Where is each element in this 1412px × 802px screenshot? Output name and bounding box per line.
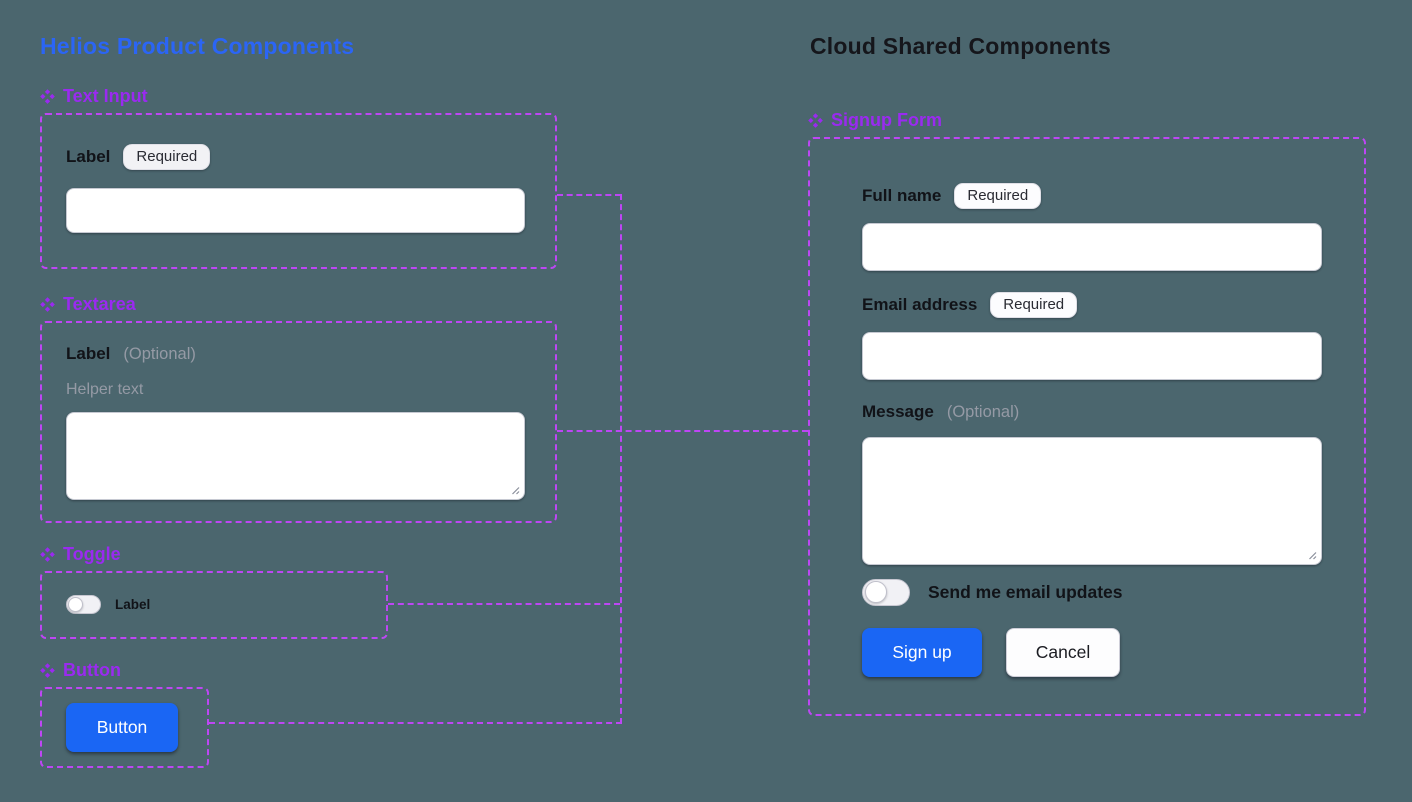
message-textarea[interactable] [862, 437, 1322, 565]
toggle-knob [864, 581, 887, 603]
full-name-input[interactable] [862, 223, 1322, 271]
helios-title: Helios Product Components [40, 33, 355, 59]
component-header-label: Toggle [63, 544, 121, 564]
textarea-field[interactable] [66, 412, 525, 500]
component-icon [808, 113, 823, 128]
field-label: Label [66, 147, 111, 166]
component-header-signup-form: Signup Form [808, 110, 942, 131]
component-header-label: Text Input [63, 86, 148, 106]
toggle-knob [68, 596, 83, 612]
toggle-label: Label [115, 597, 151, 612]
required-badge: Required [954, 183, 1042, 209]
connector-trunk-line [620, 194, 622, 724]
component-header-label: Textarea [63, 294, 136, 314]
required-badge: Required [990, 292, 1078, 318]
optional-text: (Optional) [946, 402, 1020, 421]
connector-button-line [209, 722, 622, 724]
component-header-textarea: Textarea [40, 294, 136, 315]
toggle-switch[interactable] [66, 595, 101, 614]
helper-text: Helper text [66, 381, 144, 398]
required-badge: Required [123, 144, 211, 170]
component-icon [40, 547, 55, 562]
resize-handle-icon[interactable] [509, 484, 520, 495]
frame-textarea: Label (Optional) Helper text [40, 321, 557, 523]
optional-text: (Optional) [123, 344, 196, 363]
component-header-label: Button [63, 660, 121, 680]
resize-handle-icon[interactable] [1306, 549, 1317, 560]
connector-textarea-line [557, 430, 808, 432]
component-header-label: Signup Form [831, 110, 942, 130]
frame-toggle: Label [40, 571, 388, 639]
component-icon [40, 297, 55, 312]
component-icon [40, 89, 55, 104]
cloud-title: Cloud Shared Components [810, 33, 1112, 59]
email-updates-toggle[interactable] [862, 579, 910, 606]
signup-button[interactable]: Sign up [862, 628, 982, 677]
component-header-button: Button [40, 660, 121, 681]
connector-toggle-line [388, 603, 620, 605]
sample-button[interactable]: Button [66, 703, 178, 752]
text-input-field[interactable] [66, 188, 525, 233]
field-label: Label [66, 344, 111, 363]
frame-button: Button [40, 687, 209, 768]
field-label: Full name [862, 186, 942, 205]
component-header-toggle: Toggle [40, 544, 121, 565]
connector-text-input-line [557, 194, 621, 196]
toggle-label: Send me email updates [928, 582, 1123, 602]
field-label: Email address [862, 295, 978, 314]
component-icon [40, 663, 55, 678]
field-label: Message [862, 402, 934, 421]
email-input[interactable] [862, 332, 1322, 380]
cancel-button[interactable]: Cancel [1006, 628, 1120, 677]
frame-text-input: Label Required [40, 113, 557, 269]
frame-signup-form: Full name Required Email address Require… [808, 137, 1366, 716]
component-header-text-input: Text Input [40, 86, 148, 107]
